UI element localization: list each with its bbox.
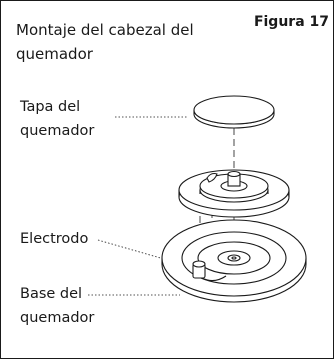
electrode-label: Electrodo (20, 231, 89, 247)
base-label: Base del quemador (20, 286, 95, 326)
burner-cap (193, 95, 275, 129)
cap-label: Tapa del quemador (20, 99, 95, 139)
electrode (192, 260, 227, 282)
burner-head (178, 169, 290, 218)
burner-base (161, 219, 307, 303)
diagram-title: Montaje del cabezal del quemador (16, 21, 194, 63)
figure-label: Figura 17 (253, 14, 329, 30)
